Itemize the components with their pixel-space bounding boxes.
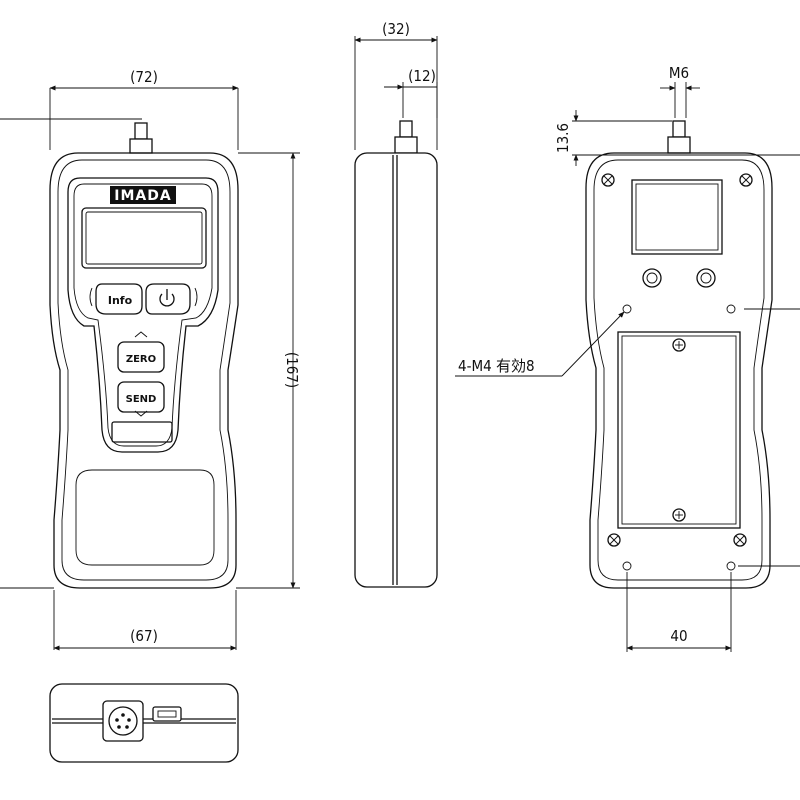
lcd-display-inner <box>85 211 203 265</box>
front-body-outline <box>49 152 239 589</box>
back-shaft-nut <box>667 136 691 154</box>
screw-icon <box>672 508 686 522</box>
m4-hole <box>726 561 736 571</box>
power-icon <box>159 289 175 307</box>
power-button[interactable] <box>145 283 191 315</box>
back-label-window <box>631 179 723 255</box>
usb-port <box>152 706 182 722</box>
width-bottom-dimension: (67) <box>130 627 158 645</box>
hole-pitch-dimension: 40 <box>670 627 687 645</box>
brand-plate <box>110 186 176 204</box>
bottom-view <box>49 683 239 763</box>
width-top-dimension: (72) <box>130 68 158 86</box>
screw-icon <box>672 338 686 352</box>
zero-button-label: ZERO <box>126 354 156 365</box>
zero-button[interactable] <box>117 341 165 373</box>
lcd-display <box>81 207 207 269</box>
down-arrow-icon <box>134 410 148 417</box>
height-dimension: (167) <box>283 352 301 388</box>
m4-hole <box>622 304 632 314</box>
back-hole-right <box>696 268 716 288</box>
screw-icon <box>733 533 747 547</box>
brand-logo: IMADA <box>114 188 171 204</box>
back-body-inner <box>593 159 765 581</box>
shaft-height-dimension: 13.6 <box>554 123 572 153</box>
battery-cover <box>617 331 741 529</box>
depth-dimension: (32) <box>382 20 410 38</box>
side-view <box>354 120 438 588</box>
back-view <box>585 120 773 589</box>
screw-icon <box>601 173 615 187</box>
thread-dimension: M6 <box>669 64 689 82</box>
side-body <box>354 152 438 588</box>
side-shaft-nut <box>394 136 418 154</box>
back-hole-left <box>642 268 662 288</box>
shaft-dimension: (12) <box>408 67 436 85</box>
side-dimensions: (32) (12) <box>354 20 438 150</box>
send-button-label: SEND <box>126 394 157 405</box>
side-shaft <box>399 120 413 138</box>
front-shaft <box>134 122 148 140</box>
front-body-inner <box>57 159 231 581</box>
front-faceplate-inner <box>73 183 213 447</box>
info-button[interactable] <box>95 283 143 315</box>
send-button[interactable] <box>117 381 165 413</box>
left-arrow-icon <box>89 287 93 307</box>
round-connector-icon <box>108 706 138 736</box>
front-lower-panel <box>75 469 215 566</box>
back-body-outline <box>585 152 773 589</box>
m4-hole <box>726 304 736 314</box>
front-faceplate <box>67 177 219 453</box>
m4-hole <box>622 561 632 571</box>
bottom-window <box>111 421 173 443</box>
screw-icon <box>739 173 753 187</box>
back-shaft <box>672 120 686 138</box>
m4-hole-callout: 4-M4 有効8 <box>458 357 535 375</box>
screw-icon <box>607 533 621 547</box>
right-arrow-icon <box>194 287 198 307</box>
front-shaft-nut <box>129 138 153 154</box>
back-dimensions: M6 13.6 40 4-M4 有効8 <box>455 64 800 652</box>
front-dimensions: (72) (167) (67) <box>0 68 301 651</box>
info-button-label: Info <box>108 294 133 307</box>
up-arrow-icon <box>134 331 148 338</box>
front-view: IMADA Info ZERO SEND <box>49 122 239 589</box>
